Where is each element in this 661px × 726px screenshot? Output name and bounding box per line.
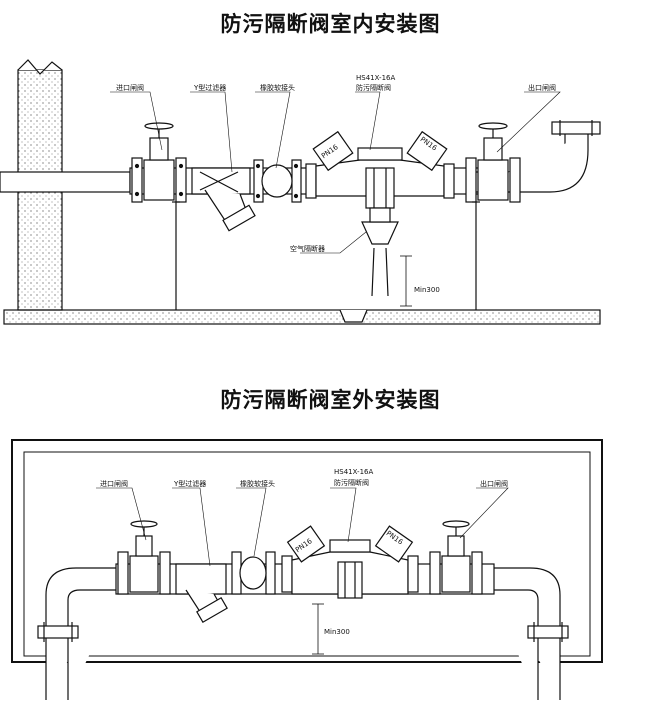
outdoor-outlet-gate-valve (429, 520, 483, 595)
indoor-inlet-gate-valve (131, 122, 187, 203)
outdoor-diagram (11, 439, 603, 700)
indoor-label-y-strainer: Y型过滤器 (193, 83, 226, 92)
outdoor-label-outlet-valve: 出口闸阀 (480, 479, 508, 488)
indoor-label-inlet-valve: 进口闸阀 (116, 83, 144, 92)
indoor-y-strainer (191, 167, 256, 232)
indoor-label-outlet-valve: 出口闸阀 (528, 83, 556, 92)
outdoor-label-backflow-preventer: 防污隔断阀 (334, 478, 369, 487)
indoor-label-backflow-preventer: 防污隔断阀 (356, 83, 391, 92)
outdoor-title: 防污隔断阀室外安装图 (220, 388, 441, 412)
outdoor-label-model: HS41X-16A (334, 468, 373, 476)
indoor-title: 防污隔断阀室内安装图 (220, 12, 441, 36)
outdoor-rubber-joint (231, 551, 276, 595)
indoor-rubber-joint (253, 159, 302, 203)
outdoor-label-rubber-joint: 橡胶软接头 (240, 479, 275, 488)
outdoor-label-y-strainer: Y型过滤器 (173, 479, 206, 488)
indoor-min-clearance: Min300 (414, 286, 440, 294)
indoor-label-rubber-joint: 橡胶软接头 (260, 83, 295, 92)
outdoor-label-inlet-valve: 进口闸阀 (100, 479, 128, 488)
indoor-backflow-preventer (305, 130, 455, 297)
outdoor-min-clearance: Min300 (324, 628, 350, 636)
indoor-diagram (0, 59, 601, 325)
outdoor-y-strainer (175, 563, 228, 624)
indoor-label-model: HS41X-16A (356, 74, 395, 82)
floor (3, 309, 601, 325)
outdoor-backflow-preventer (281, 525, 419, 599)
indoor-label-air-gap: 空气隔断器 (290, 244, 325, 253)
indoor-outlet-gate-valve (465, 122, 521, 203)
